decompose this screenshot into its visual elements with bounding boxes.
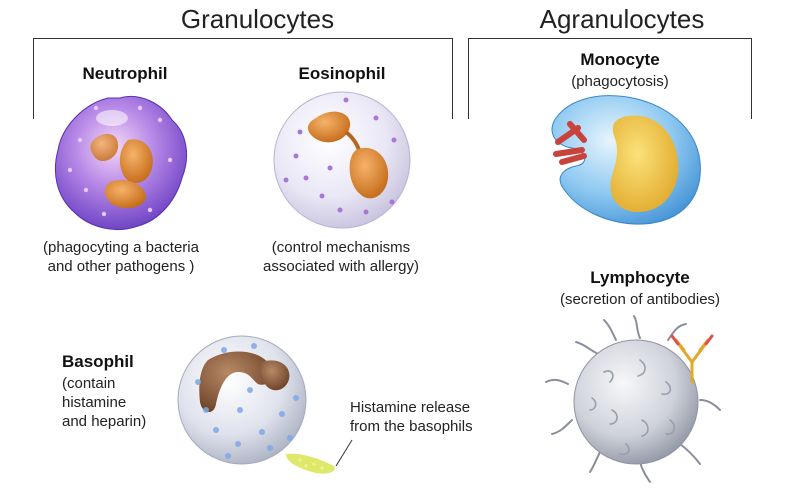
granulocytes-title: Granulocytes — [180, 4, 335, 34]
histamine-line-1: Histamine release — [350, 399, 471, 416]
histamine-line-2: from the basophils — [350, 418, 473, 435]
granulocytes-bracket — [33, 38, 453, 119]
eosinophil-desc-line-2: associated with allergy) — [263, 258, 419, 275]
basophil-description: (contain histamine and heparin) — [62, 374, 182, 431]
neutrophil-description: (phagocyting a bacteria and other pathog… — [16, 238, 226, 276]
basophil-desc-line-1: (contain — [62, 375, 116, 392]
eosinophil-desc-line-1: (control mechanisms — [271, 239, 411, 256]
agranulocytes-title: Agranulocytes — [539, 4, 705, 34]
agranulocytes-bracket — [468, 38, 752, 119]
histamine-annotation: Histamine release from the basophils — [350, 398, 520, 436]
neutrophil-desc-line-1: (phagocyting a bacteria — [43, 239, 199, 256]
monocyte-description: (phagocytosis) — [571, 73, 669, 90]
monocyte-name: Monocyte — [580, 50, 660, 69]
neutrophil-name: Neutrophil — [82, 64, 168, 83]
basophil-name: Basophil — [62, 352, 134, 371]
eosinophil-illustration — [273, 91, 411, 229]
lymphocyte-name: Lymphocyte — [590, 268, 690, 287]
lymphocyte-illustration — [545, 315, 721, 483]
basophil-illustration — [177, 335, 353, 474]
basophil-desc-line-2: histamine — [62, 394, 127, 411]
neutrophil-desc-line-2: and other pathogens ) — [47, 258, 195, 275]
basophil-desc-line-3: and heparin) — [62, 413, 147, 430]
monocyte-illustration — [551, 95, 701, 225]
eosinophil-description: (control mechanisms associated with alle… — [236, 238, 446, 276]
neutrophil-illustration — [54, 96, 188, 230]
lymphocyte-description: (secretion of antibodies) — [559, 291, 721, 308]
eosinophil-name: Eosinophil — [298, 64, 386, 83]
